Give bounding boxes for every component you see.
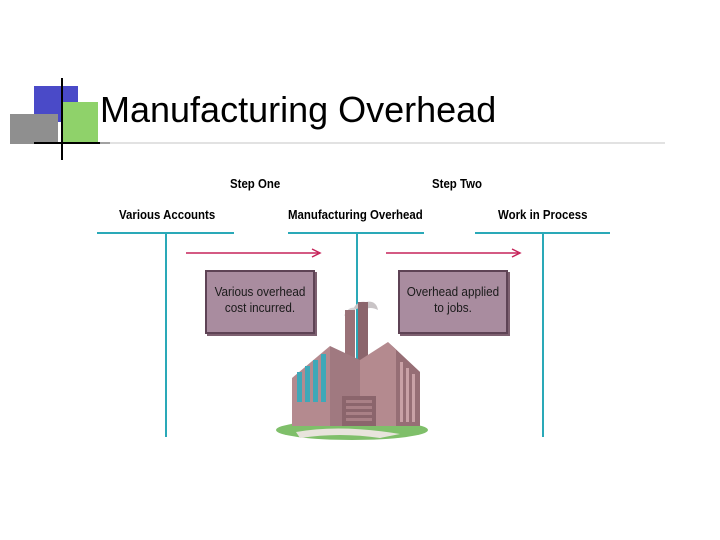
step-two-note: Overhead applied to jobs. <box>398 270 508 334</box>
manufacturing-overhead-label: Manufacturing Overhead <box>288 207 423 222</box>
step-one-arrow <box>186 248 322 258</box>
step-one-label: Step One <box>230 176 281 191</box>
page-title: Manufacturing Overhead <box>100 89 497 130</box>
various-accounts-label: Various Accounts <box>119 207 216 222</box>
step-one-note: Various overhead cost incurred. <box>205 270 315 334</box>
step-two-note-line-2: to jobs. <box>434 300 472 315</box>
work-in-process-label: Work in Process <box>498 207 588 222</box>
step-two-note-line-1: Overhead applied <box>406 284 500 299</box>
step-one-note-line-2: cost incurred. <box>224 300 296 315</box>
step-two-label: Step Two <box>432 176 482 191</box>
step-one-note-line-1: Various overhead <box>214 284 306 299</box>
step-two-arrow <box>386 248 522 258</box>
